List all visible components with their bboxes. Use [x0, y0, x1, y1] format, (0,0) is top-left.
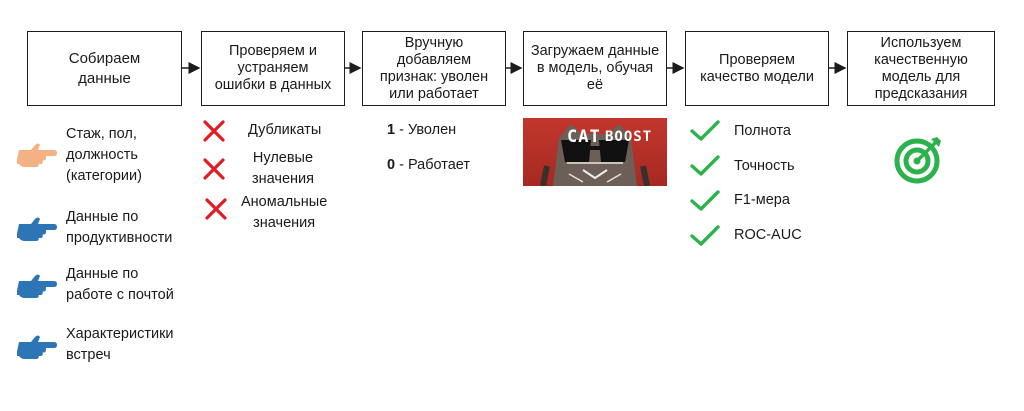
cross-icon: [205, 198, 227, 220]
source-2-label: Данные по продуктивности: [66, 209, 173, 246]
step-train-model: Загружаем данные в модель, обучая её: [523, 31, 667, 106]
hand-pointing-icon: [17, 335, 57, 359]
target-code-working: 0: [387, 157, 396, 173]
step-use-model: Используем качественную модель для предс…: [847, 31, 995, 106]
check-icon: [690, 155, 720, 176]
check-icon: [690, 190, 720, 211]
step-collect-data: Собираем данные: [27, 31, 182, 106]
step-check-quality: Проверяем качество модели: [685, 31, 829, 106]
target-text-working: - Работает: [395, 157, 471, 173]
target-label-fired: 1 - Уволен: [387, 120, 456, 141]
catboost-left-lens-text: CAT: [567, 127, 601, 147]
target-icon: [894, 137, 941, 184]
metric-f1-label: F1-мера: [734, 192, 790, 208]
catboost-right-lens-text: BOOST: [605, 129, 653, 145]
metric-roc-auc-label: ROC-AUC: [734, 227, 802, 243]
step-add-label: Вручную добавляем признак: уволен или ра…: [362, 31, 506, 106]
target-code-fired: 1: [387, 122, 396, 138]
target-text-fired: - Уволен: [395, 122, 457, 138]
metric-recall-label: Полнота: [734, 123, 791, 139]
source-3-label: Данные по работе с почтой: [66, 266, 174, 303]
check-icon: [690, 120, 720, 141]
metric-precision-label: Точность: [734, 158, 795, 174]
source-1-label: Стаж, пол, должность (категории): [66, 126, 142, 184]
step-fix-errors: Проверяем и устраняем ошибки в данных: [201, 31, 345, 106]
error-anomalies-label: Аномальные значения: [241, 194, 328, 231]
check-icon: [690, 225, 720, 246]
catboost-cat-logo: CAT BOOST: [523, 118, 667, 186]
cross-icon: [203, 120, 225, 142]
target-label-working: 0 - Работает: [387, 155, 470, 176]
hand-pointing-icon: [17, 274, 57, 298]
error-duplicates-label: Дубликаты: [248, 122, 322, 138]
hand-pointing-icon: [17, 217, 57, 241]
cross-icon: [203, 158, 225, 180]
cat-face-icon: [540, 124, 650, 186]
source-4-label: Характеристики встреч: [66, 326, 174, 363]
error-null-values-label: Нулевые значения: [252, 150, 314, 187]
hand-pointing-icon: [17, 143, 57, 167]
